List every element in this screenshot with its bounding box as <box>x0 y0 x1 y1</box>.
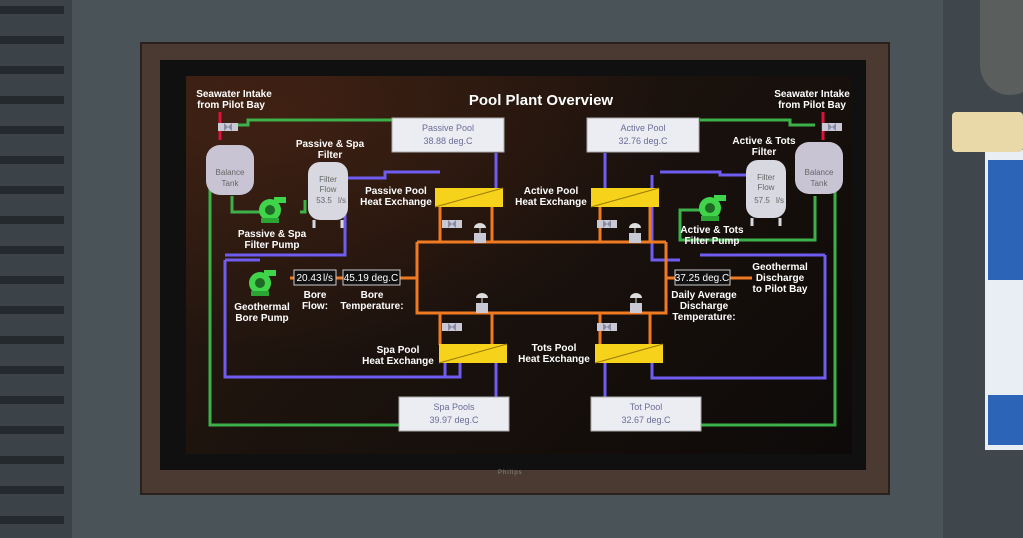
svg-text:39.97 deg.C: 39.97 deg.C <box>429 415 479 425</box>
active-hx-label-1: Active Pool <box>524 186 579 197</box>
tot-pool-box[interactable]: Tot Pool 32.67 deg.C <box>590 396 702 432</box>
bore-temp-readout: 45.19 deg.C <box>342 269 401 286</box>
active-tots-filter-label-1: Active & Tots <box>732 136 796 147</box>
intake-right-line2: from Pilot Bay <box>778 100 846 111</box>
svg-text:Flow: Flow <box>758 183 775 192</box>
svg-text:37.25 deg.C: 37.25 deg.C <box>675 273 730 284</box>
discharge-temp-label-1: Daily Average <box>671 290 737 301</box>
svg-text:53.5: 53.5 <box>316 196 332 205</box>
sign-panel <box>988 160 1023 280</box>
purple-pipes <box>223 153 827 398</box>
pump-icon <box>699 195 726 221</box>
active-tots-pump-label-2: Filter Pump <box>684 236 739 247</box>
heat-exchanger-tots <box>594 343 664 364</box>
heat-exchanger-active <box>590 187 660 208</box>
discharge-temp-label-3: Temperature: <box>672 312 735 323</box>
geothermal-pump-label-2: Bore Pump <box>235 313 288 324</box>
spa-pools-box[interactable]: Spa Pools 39.97 deg.C <box>398 396 510 432</box>
valve-icons <box>218 123 842 331</box>
svg-text:Spa Pools: Spa Pools <box>433 402 475 412</box>
control-valve-icon <box>629 223 641 243</box>
balance-tank-left: Balance Tank <box>206 145 254 195</box>
discharge-label-1: Geothermal <box>752 262 808 273</box>
passive-hx-label-1: Passive Pool <box>365 186 427 197</box>
svg-text:l/s: l/s <box>338 196 346 205</box>
svg-text:Balance: Balance <box>216 168 245 177</box>
svg-text:20.43: 20.43 <box>296 273 321 284</box>
active-tots-pump-label-1: Active & Tots <box>680 225 744 236</box>
discharge-temp-label-2: Discharge <box>680 301 729 312</box>
discharge-temp-readout: 37.25 deg.C <box>674 269 731 286</box>
pump-icon <box>259 197 286 223</box>
pump-icon <box>249 270 276 296</box>
bore-flow-label-2: Flow: <box>302 301 328 312</box>
svg-text:32.76 deg.C: 32.76 deg.C <box>618 136 668 146</box>
heat-exchanger-spa <box>438 343 508 364</box>
valve-icon <box>597 323 617 331</box>
balance-tank-right: Balance Tank <box>795 142 843 194</box>
spa-hx-label-2: Heat Exchange <box>362 356 434 367</box>
display-brand: Philips <box>498 470 523 476</box>
valve-icon <box>218 123 238 131</box>
tots-hx-label-2: Heat Exchange <box>518 354 590 365</box>
passive-spa-pump-label-1: Passive & Spa <box>238 229 307 240</box>
intake-left-line1: Seawater Intake <box>196 89 272 100</box>
svg-text:Balance: Balance <box>805 168 834 177</box>
svg-text:l/s: l/s <box>776 196 784 205</box>
svg-text:32.67 deg.C: 32.67 deg.C <box>621 415 671 425</box>
svg-text:38.88 deg.C: 38.88 deg.C <box>423 136 473 146</box>
passive-pool-box[interactable]: Passive Pool 38.88 deg.C <box>391 117 505 153</box>
valve-icon <box>442 220 462 228</box>
active-pool-box[interactable]: Active Pool 32.76 deg.C <box>586 117 700 153</box>
passive-hx-label-2: Heat Exchange <box>360 197 432 208</box>
intake-right-line1: Seawater Intake <box>774 89 850 100</box>
bore-temp-label-1: Bore <box>361 290 384 301</box>
discharge-label-3: to Pilot Bay <box>752 284 807 295</box>
svg-text:l/s: l/s <box>323 273 333 284</box>
passive-spa-filter: Filter Flow 53.5 l/s <box>308 162 348 228</box>
tots-hx-label-1: Tots Pool <box>532 343 577 354</box>
bore-temp-label-2: Temperature: <box>340 301 403 312</box>
svg-text:Tot Pool: Tot Pool <box>630 402 663 412</box>
svg-text:Tank: Tank <box>222 179 240 188</box>
svg-text:Filter: Filter <box>319 175 337 184</box>
green-pipes <box>208 118 837 427</box>
control-valve-icon <box>476 293 488 313</box>
svg-text:Passive Pool: Passive Pool <box>422 123 474 133</box>
geothermal-pump-label-1: Geothermal <box>234 302 290 313</box>
svg-text:57.5: 57.5 <box>754 196 770 205</box>
wall-louver <box>0 0 72 538</box>
lamp-globe <box>980 0 1023 95</box>
screen-title: Pool Plant Overview <box>469 92 614 109</box>
display-screen <box>186 76 852 454</box>
bore-flow-readout: 20.43 l/s <box>293 269 337 286</box>
svg-text:45.19 deg.C: 45.19 deg.C <box>344 273 399 284</box>
passive-spa-pump-label-2: Filter Pump <box>244 240 299 251</box>
passive-spa-filter-label-1: Passive & Spa <box>296 139 365 150</box>
control-valve-icon <box>630 293 642 313</box>
sign-cap <box>952 112 1023 152</box>
spa-hx-label-1: Spa Pool <box>377 345 420 356</box>
passive-spa-filter-label-2: Filter <box>318 150 343 161</box>
svg-text:Filter: Filter <box>757 173 775 182</box>
svg-text:Active Pool: Active Pool <box>620 123 665 133</box>
active-hx-label-2: Heat Exchange <box>515 197 587 208</box>
heat-exchanger-passive <box>434 187 504 208</box>
control-valve-icon <box>474 223 486 243</box>
active-tots-filter-label-2: Filter <box>752 147 777 158</box>
bore-flow-label-1: Bore <box>304 290 327 301</box>
svg-text:Tank: Tank <box>811 179 829 188</box>
valve-icon <box>442 323 462 331</box>
active-tots-filter: Filter Flow 57.5 l/s <box>746 160 786 226</box>
intake-left-line2: from Pilot Bay <box>197 100 265 111</box>
valve-icon <box>822 123 842 131</box>
sign-panel-lower <box>988 395 1023 445</box>
discharge-label-2: Discharge <box>756 273 805 284</box>
svg-text:Flow: Flow <box>320 185 337 194</box>
valve-icon <box>597 220 617 228</box>
